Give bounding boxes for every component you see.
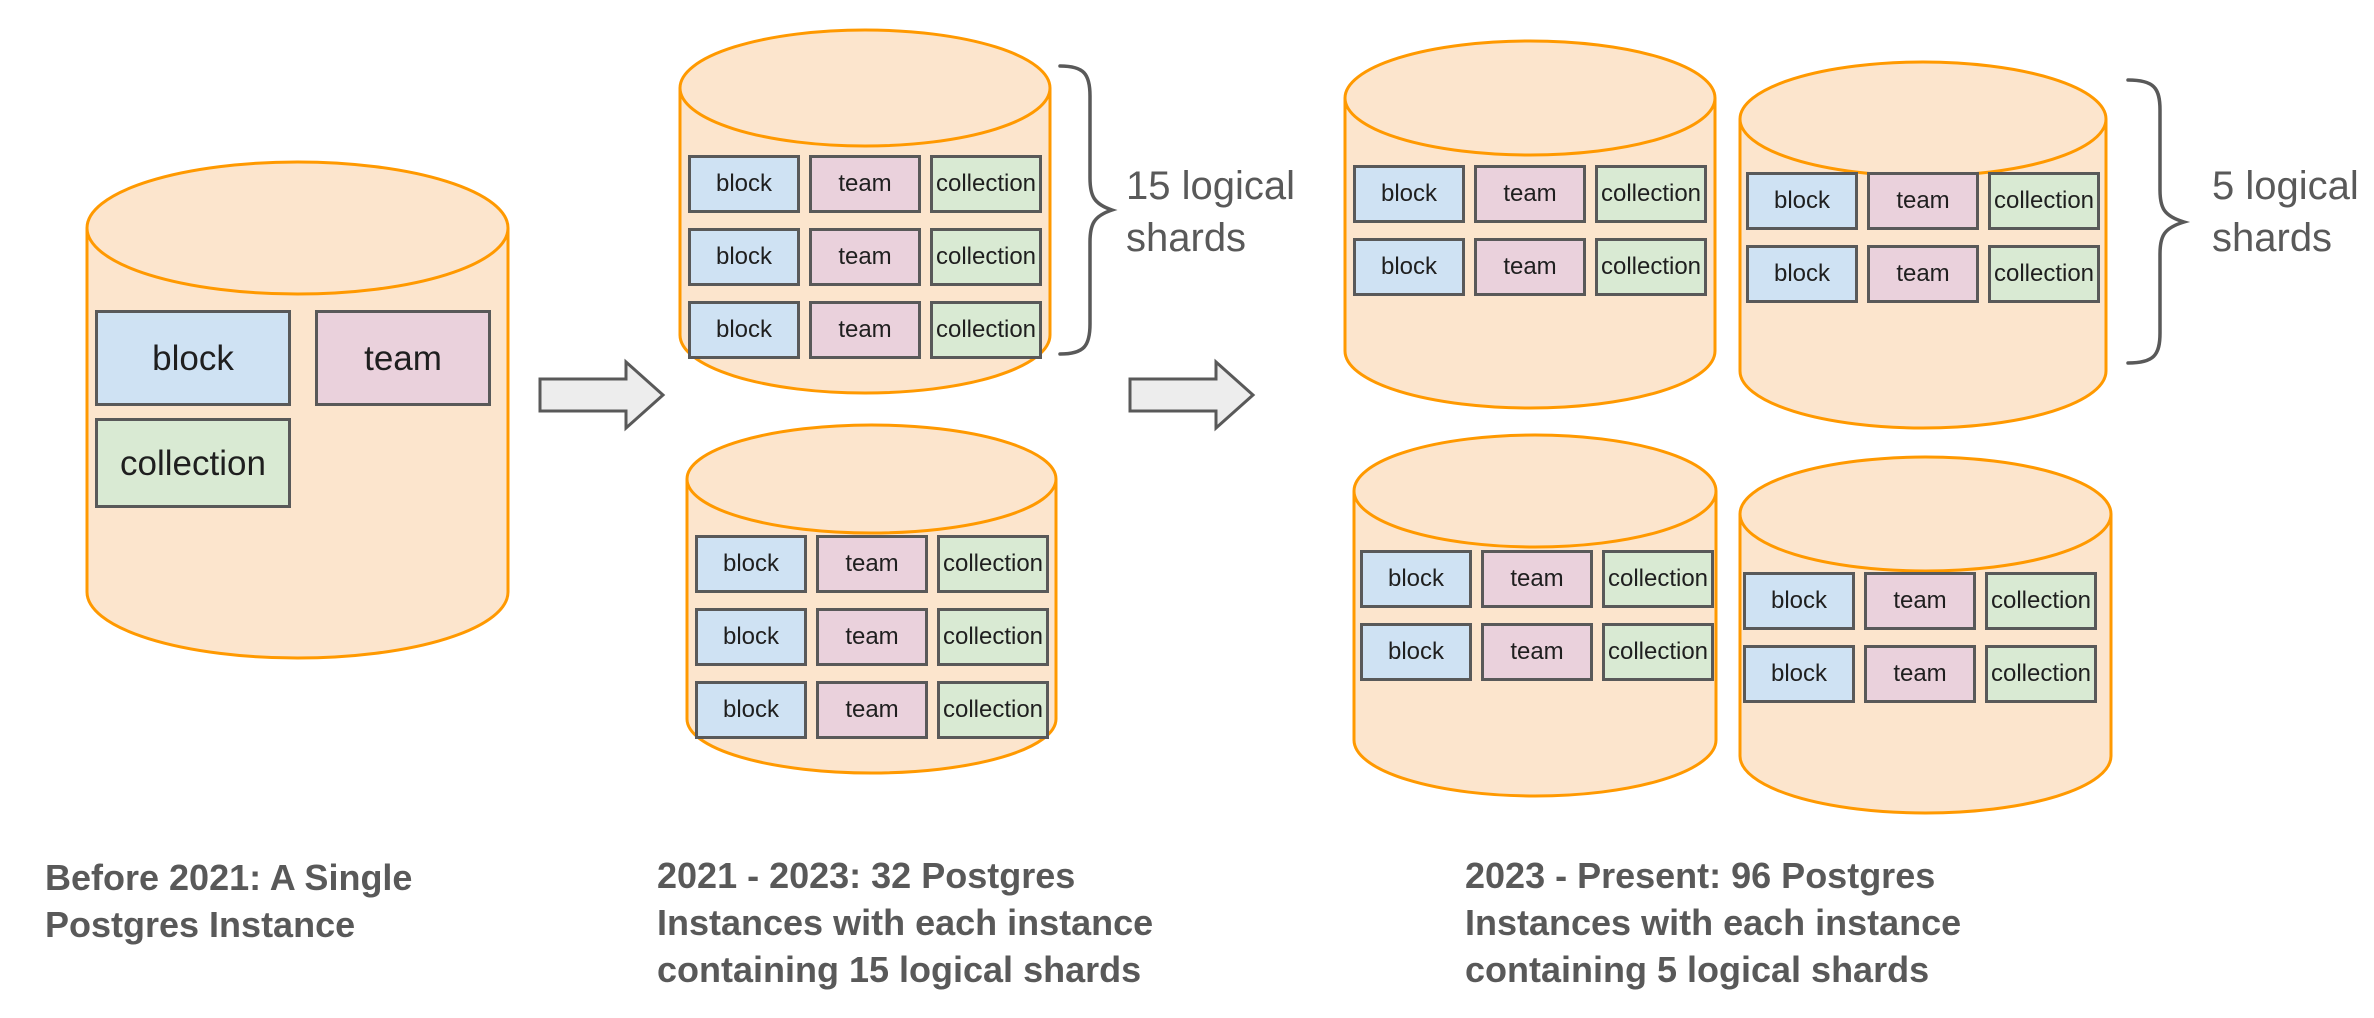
- shard-count-label: 5 logical shards: [2212, 164, 2359, 260]
- transition-arrow-icon: [1128, 358, 1256, 432]
- cylinder-shape: [1352, 433, 1718, 798]
- table-box-block: block: [688, 301, 800, 359]
- table-box-block: block: [1743, 572, 1855, 630]
- stage-caption-2021-2023: 2021 - 2023: 32 Postgres Instances with …: [657, 855, 1154, 990]
- shard-rows: block team collection block team collect…: [1743, 572, 2097, 703]
- table-box-collection: collection: [1985, 572, 2097, 630]
- table-box-block: block: [1353, 165, 1465, 223]
- table-box-team: team: [1474, 165, 1586, 223]
- table-box-team: team: [1864, 645, 1976, 703]
- table-box-block: block: [1746, 245, 1858, 303]
- table-box-block: block: [1360, 550, 1472, 608]
- table-box-team: team: [809, 228, 921, 286]
- table-box-team: team: [1867, 172, 1979, 230]
- table-box-team: team: [315, 310, 491, 406]
- postgres-instance-cylinder: block team collection block team collect…: [678, 28, 1052, 395]
- cylinder-shape: [1738, 455, 2113, 815]
- table-box-team: team: [809, 155, 921, 213]
- table-box-team: team: [1864, 572, 1976, 630]
- shard-rows: block team collection block team collect…: [695, 535, 1049, 739]
- stage-caption-before-2021: Before 2021: A Single Postgres Instance: [45, 857, 413, 945]
- table-box-collection: collection: [1985, 645, 2097, 703]
- table-box-collection: collection: [930, 228, 1042, 286]
- table-box-collection: collection: [1602, 623, 1714, 681]
- table-box-block: block: [1746, 172, 1858, 230]
- table-box-block: block: [688, 155, 800, 213]
- brace-15-shards: [1058, 64, 1118, 356]
- postgres-instance-cylinder: block team collection block team collect…: [1343, 39, 1717, 410]
- table-box-block: block: [688, 228, 800, 286]
- table-box-collection: collection: [1988, 172, 2100, 230]
- transition-arrow-icon: [538, 358, 666, 432]
- table-box-collection: collection: [1602, 550, 1714, 608]
- table-box-collection: collection: [937, 535, 1049, 593]
- table-box-collection: collection: [930, 155, 1042, 213]
- table-box-collection: collection: [930, 301, 1042, 359]
- postgres-instance-cylinder: block team collection block team collect…: [1738, 455, 2113, 815]
- table-box-block: block: [1353, 238, 1465, 296]
- postgres-instance-cylinder: block team collection block team collect…: [685, 423, 1058, 775]
- table-box-collection: collection: [1595, 165, 1707, 223]
- table-box-team: team: [1481, 550, 1593, 608]
- table-box-collection: collection: [937, 608, 1049, 666]
- table-box-team: team: [816, 535, 928, 593]
- table-box-block: block: [1743, 645, 1855, 703]
- table-box-collection: collection: [1595, 238, 1707, 296]
- cylinder-shape: [1343, 39, 1717, 410]
- table-box-collection: collection: [1988, 245, 2100, 303]
- table-box-block: block: [1360, 623, 1472, 681]
- table-box-block: block: [695, 608, 807, 666]
- stage-caption-2023-present: 2023 - Present: 96 Postgres Instances wi…: [1465, 855, 1962, 990]
- table-box-team: team: [1474, 238, 1586, 296]
- postgres-instance-cylinder: block team collection: [85, 160, 510, 660]
- table-box-team: team: [816, 608, 928, 666]
- shard-rows: block team collection block team collect…: [1360, 550, 1714, 681]
- shard-rows: block team collection block team collect…: [1353, 165, 1707, 296]
- table-box-collection: collection: [95, 418, 291, 508]
- postgres-instance-cylinder: block team collection block team collect…: [1352, 433, 1718, 798]
- postgres-instance-cylinder: block team collection block team collect…: [1738, 60, 2108, 430]
- table-box-block: block: [95, 310, 291, 406]
- table-box-team: team: [1867, 245, 1979, 303]
- table-box-team: team: [1481, 623, 1593, 681]
- shard-rows: block team collection block team collect…: [1746, 172, 2100, 303]
- table-box-team: team: [809, 301, 921, 359]
- table-box-team: team: [816, 681, 928, 739]
- table-box-block: block: [695, 535, 807, 593]
- brace-5-shards: [2126, 78, 2191, 365]
- table-box-collection: collection: [937, 681, 1049, 739]
- shard-count-label: 15 logical shards: [1126, 164, 1296, 260]
- shard-rows: block team collection block team collect…: [688, 155, 1042, 359]
- table-box-block: block: [695, 681, 807, 739]
- cylinder-shape: [85, 160, 510, 660]
